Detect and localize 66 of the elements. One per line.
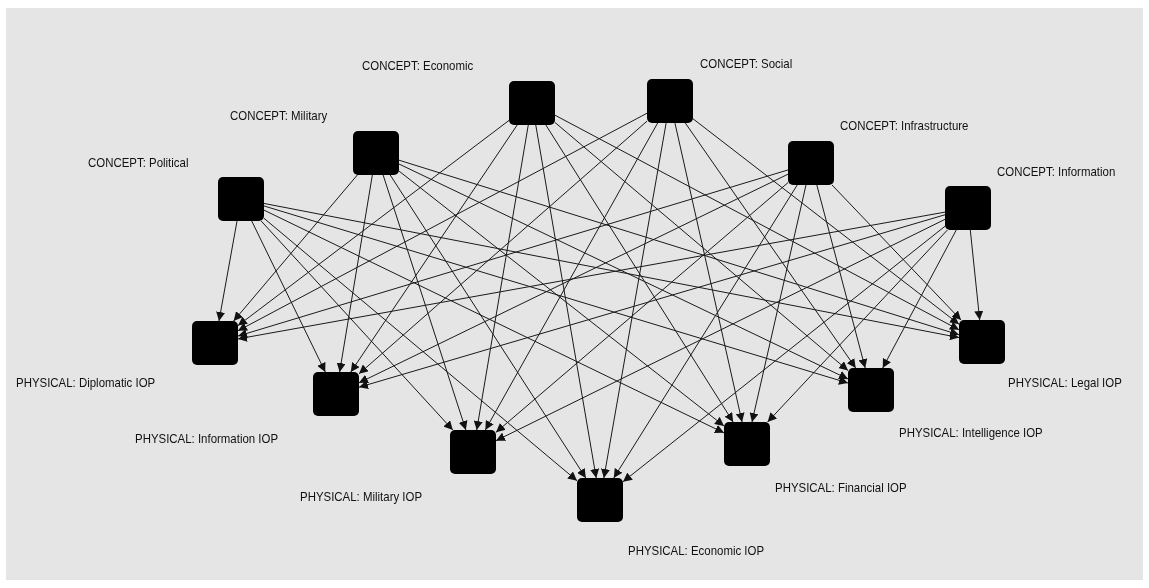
node-label: PHYSICAL: Intelligence IOP <box>899 425 1043 440</box>
square-node <box>313 372 359 416</box>
node-label: CONCEPT: Political <box>88 155 189 170</box>
arrow <box>358 173 789 384</box>
square-node <box>509 81 555 125</box>
arrow <box>601 122 667 479</box>
arrow <box>495 182 789 433</box>
arrow <box>336 174 373 373</box>
arrow <box>535 124 600 479</box>
arrow <box>260 220 454 431</box>
arrow <box>674 122 745 423</box>
square-node <box>647 79 693 123</box>
arrow <box>358 214 946 389</box>
node-label: CONCEPT: Information <box>997 164 1116 179</box>
arrow <box>495 218 946 442</box>
square-node <box>353 131 399 175</box>
arrow <box>545 124 734 423</box>
arrow <box>554 121 849 372</box>
arrow <box>263 209 725 434</box>
arrow <box>350 124 518 373</box>
arrow <box>749 184 807 423</box>
arrow <box>251 220 326 373</box>
square-node <box>788 141 834 185</box>
square-node <box>192 321 238 365</box>
square-node <box>450 430 496 474</box>
arrow <box>382 174 468 431</box>
arrow <box>554 114 960 331</box>
arrow <box>692 118 960 325</box>
arrow <box>389 174 587 479</box>
arrow <box>831 184 962 321</box>
arrow <box>237 119 510 327</box>
square-node <box>945 186 991 230</box>
arrow <box>216 220 238 322</box>
arrow <box>684 122 857 369</box>
arrow <box>767 229 948 423</box>
arrow <box>398 159 960 337</box>
node-label: PHYSICAL: Military IOP <box>300 489 423 504</box>
node-label: CONCEPT: Social <box>700 56 793 71</box>
arrow <box>882 229 957 369</box>
square-node <box>724 422 770 466</box>
arrow <box>233 174 358 322</box>
arrow <box>484 122 659 431</box>
arrow <box>622 225 946 483</box>
node-label: CONCEPT: Military <box>230 108 328 123</box>
arrow <box>969 229 984 321</box>
square-node <box>848 368 894 412</box>
square-node <box>577 478 623 522</box>
square-node <box>218 177 264 221</box>
node-label: PHYSICAL: Financial IOP <box>775 480 907 495</box>
node-label: PHYSICAL: Legal IOP <box>1008 375 1122 390</box>
arrow <box>263 217 578 482</box>
node-label: PHYSICAL: Information IOP <box>135 431 279 446</box>
node-label: CONCEPT: Economic <box>362 58 474 73</box>
arrow <box>816 184 868 369</box>
arrow <box>358 120 648 375</box>
arrow <box>398 163 849 380</box>
arrow <box>263 205 849 385</box>
node-label: PHYSICAL: Economic IOP <box>628 543 765 558</box>
arrow <box>473 124 529 431</box>
arrow <box>237 112 648 332</box>
arrow <box>237 169 789 338</box>
node-label: CONCEPT: Infrastructure <box>840 118 969 133</box>
arrow <box>398 170 725 427</box>
square-node <box>959 320 1005 364</box>
node-label: PHYSICAL: Diplomatic IOP <box>16 375 156 390</box>
arrow <box>613 184 798 479</box>
